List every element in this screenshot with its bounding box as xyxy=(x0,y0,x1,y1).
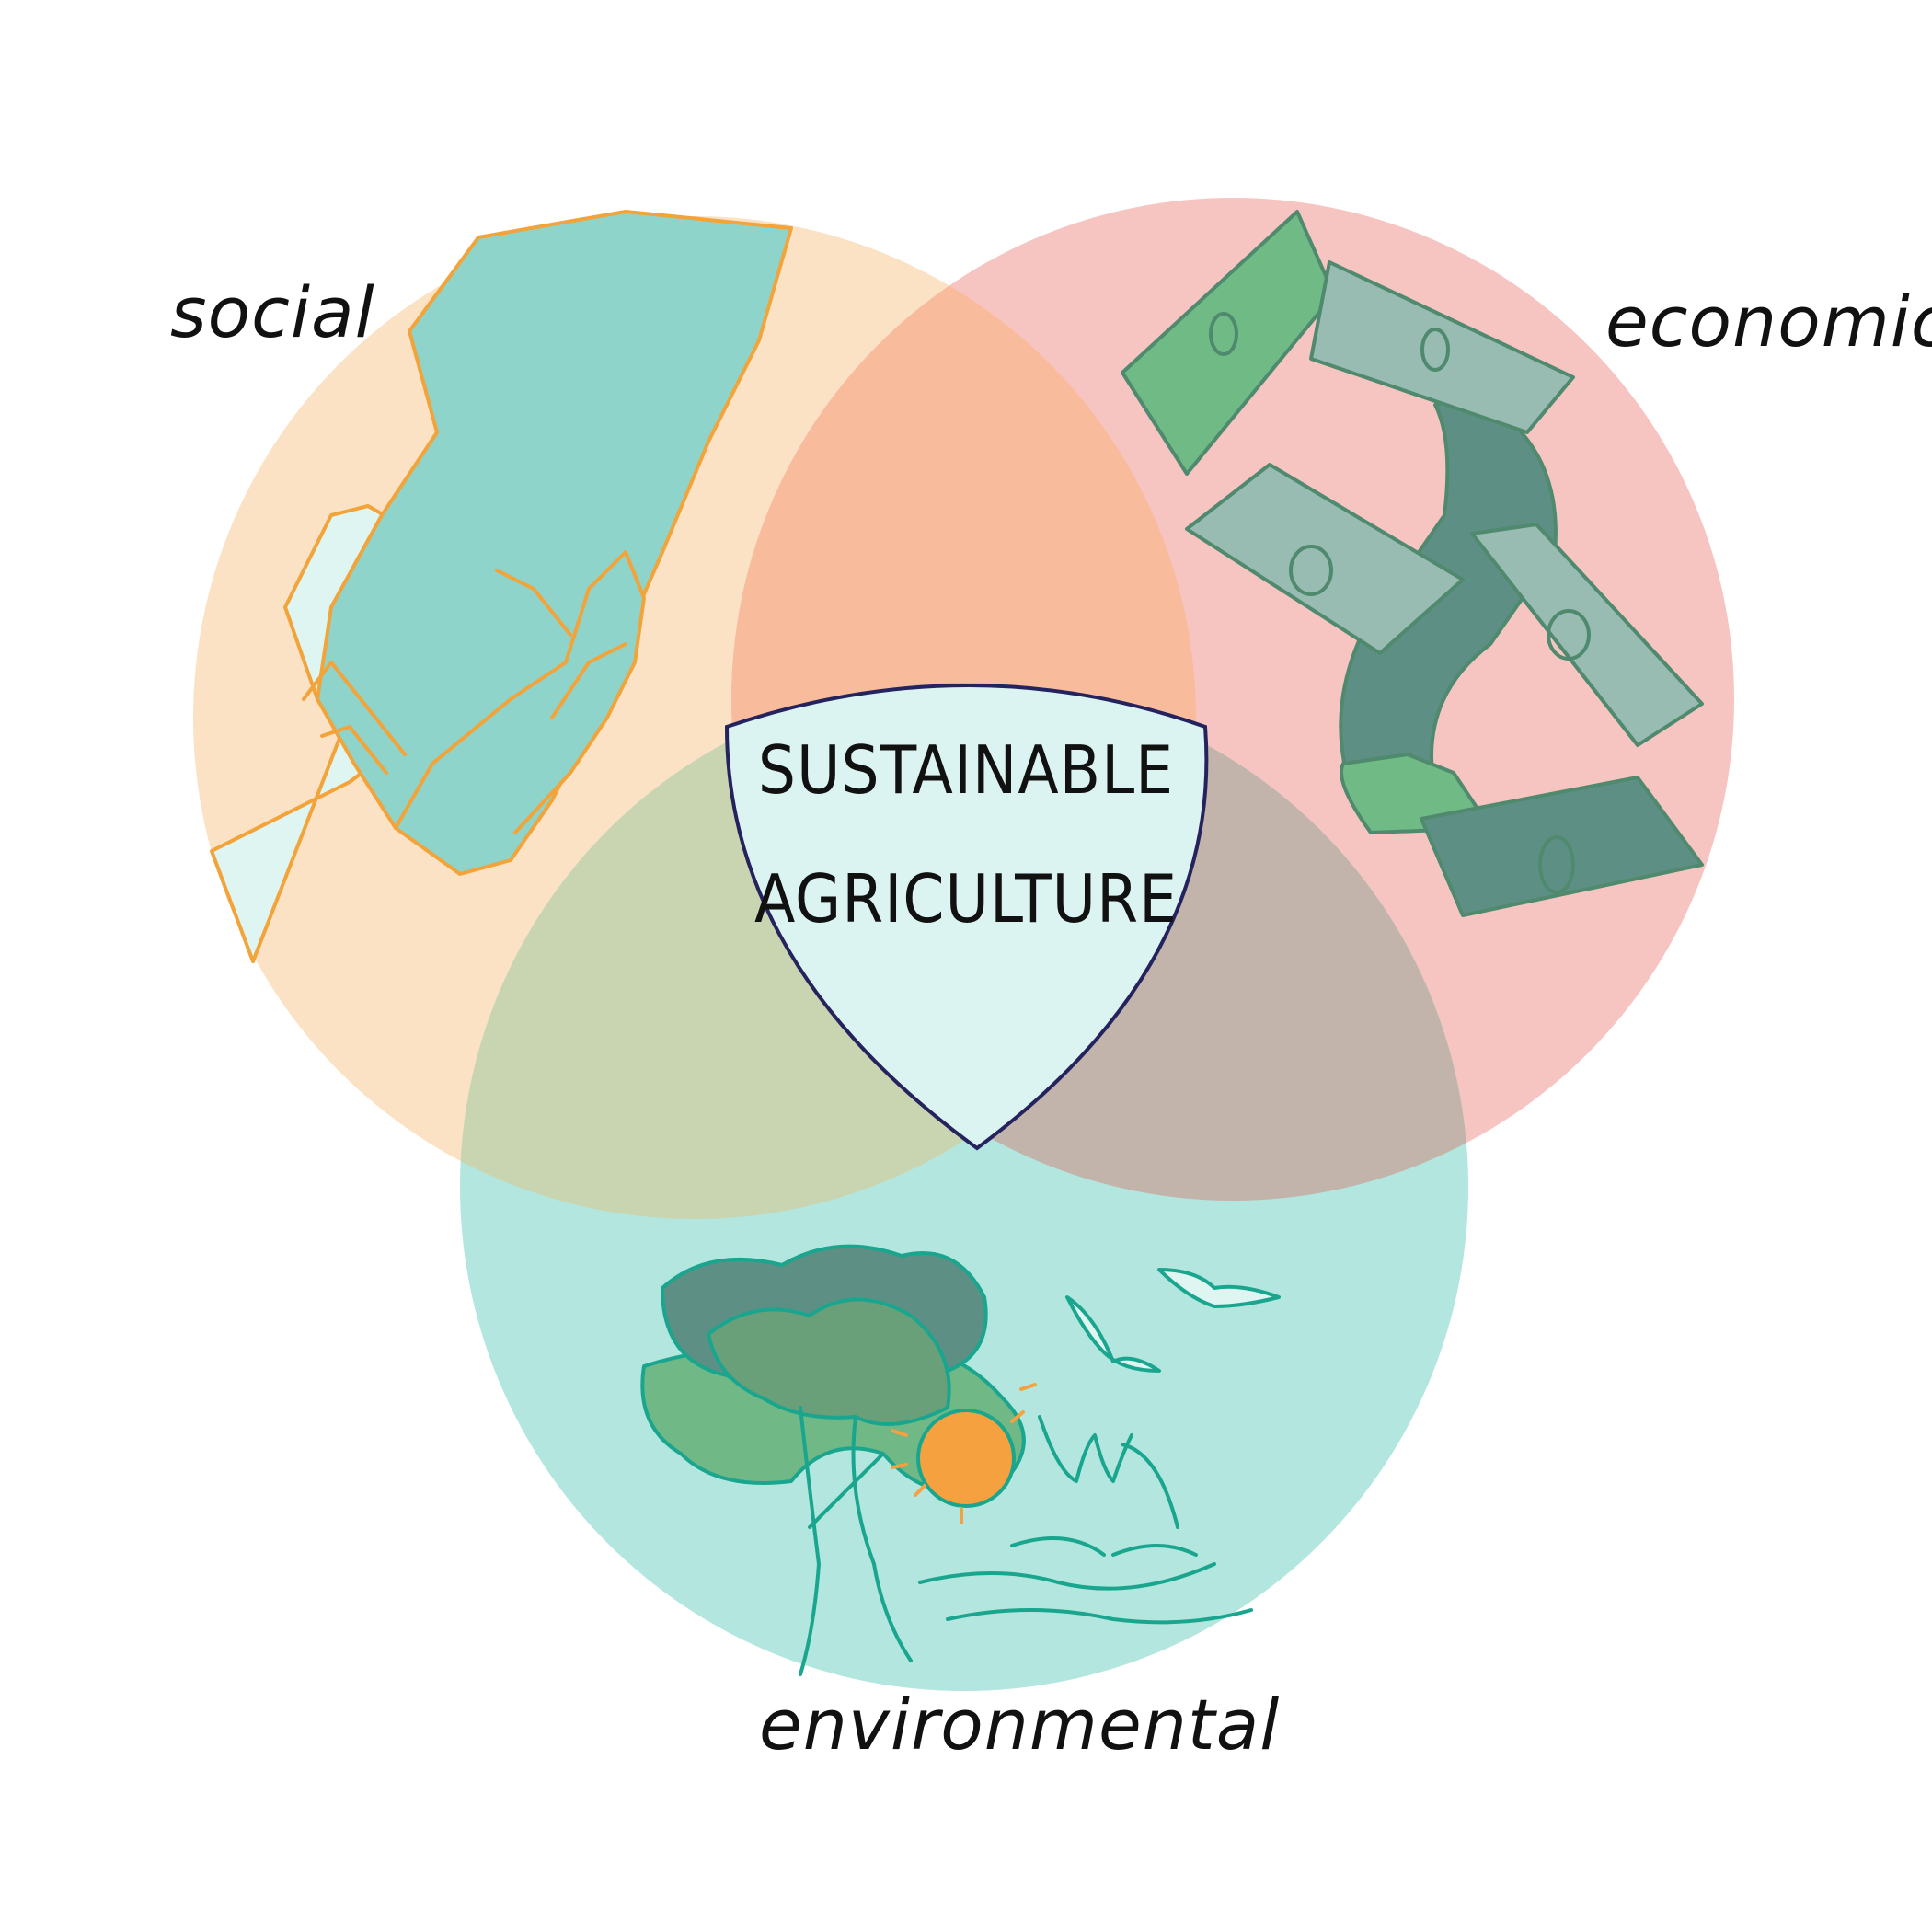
economic-label: economic xyxy=(1605,281,1932,362)
flying-money-icon xyxy=(1121,210,1704,917)
tree-sun-birds-icon xyxy=(640,1244,1281,1676)
center-label-line-1: SUSTAINABLE xyxy=(757,731,1175,809)
center-label-line-2: AGRICULTURE xyxy=(753,860,1179,937)
environmental-label: environmental xyxy=(759,1684,1281,1765)
center-region xyxy=(724,684,1209,1151)
social-label: social xyxy=(170,271,375,353)
helping-hands-icon xyxy=(210,210,793,963)
